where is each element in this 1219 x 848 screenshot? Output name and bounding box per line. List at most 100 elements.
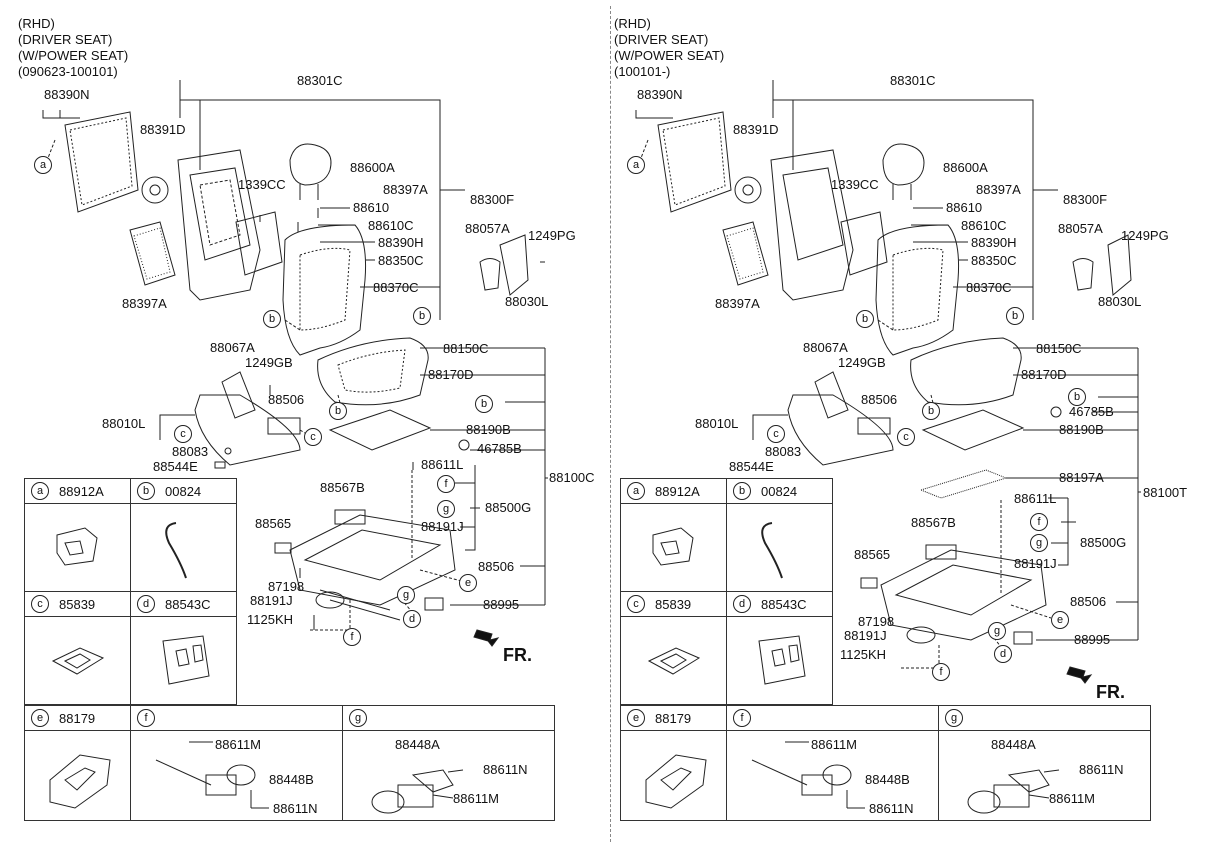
- legend-cell-g: g 88448A 88611N 88611M: [938, 705, 1151, 821]
- motor-part-icon: [751, 741, 865, 809]
- callout-g: g: [1030, 534, 1048, 552]
- callout-c: c: [767, 425, 785, 443]
- part-label: 1249GB: [838, 355, 886, 370]
- seat-exploded-view: [42, 80, 548, 647]
- part-label: 88300F: [470, 192, 515, 207]
- callout-f: f: [1030, 513, 1048, 531]
- callout-d: d: [403, 610, 421, 628]
- part-label: 88057A: [465, 221, 510, 236]
- pane-divider: [610, 6, 611, 842]
- part-label: 88190B: [466, 422, 511, 437]
- part-label: 88150C: [443, 341, 489, 356]
- part-label: 88197A: [1059, 470, 1104, 485]
- part-label: 88370C: [966, 280, 1012, 295]
- callout-b: b: [413, 307, 431, 325]
- part-label: 88170D: [1021, 367, 1067, 382]
- header-line: (W/POWER SEAT): [614, 48, 725, 63]
- part-label: 1339CC: [238, 177, 286, 192]
- part-label: 88300F: [1063, 192, 1108, 207]
- part-label: 88030L: [505, 294, 549, 309]
- callout-e: e: [459, 574, 477, 592]
- legend-cell-e: e 88179: [24, 705, 131, 821]
- legend-code: 88179: [59, 711, 96, 726]
- legend-letter: g: [945, 709, 963, 727]
- legend-code: 88912A: [59, 484, 104, 499]
- legend-code: 88912A: [655, 484, 700, 499]
- part-label: 1339CC: [831, 177, 879, 192]
- part-label: 88500G: [485, 500, 532, 515]
- part-label: 88391D: [733, 122, 779, 137]
- header-line: (090623-100101): [18, 64, 118, 79]
- part-label: 88350C: [971, 253, 1017, 268]
- callout-b: b: [475, 395, 493, 413]
- part-label: 88611N: [483, 762, 528, 777]
- legend-letter: d: [137, 595, 155, 613]
- header-line: (RHD): [18, 16, 55, 31]
- callout-e: e: [1051, 611, 1069, 629]
- part-label: 88397A: [976, 182, 1021, 197]
- callout-f: f: [437, 475, 455, 493]
- header-line: (DRIVER SEAT): [18, 32, 113, 47]
- part-label: 88391D: [140, 122, 186, 137]
- legend-cell-f: f 88611M 88448B 88611N: [130, 705, 343, 821]
- part-label: 88191J: [250, 593, 293, 608]
- legend-cell-f: f 88611M 88448B 88611N: [726, 705, 939, 821]
- legend-letter: d: [733, 595, 751, 613]
- part-label: 88370C: [373, 280, 419, 295]
- part-label: 88030L: [1098, 294, 1142, 309]
- callout-b: b: [856, 310, 874, 328]
- part-label: 88611L: [421, 457, 464, 472]
- diagram-header: (RHD) (DRIVER SEAT) (W/POWER SEAT) (0906…: [18, 16, 128, 80]
- part-label: 88067A: [803, 340, 848, 355]
- part-label: 1249PG: [528, 228, 576, 243]
- callout-a: a: [34, 156, 52, 174]
- part-label: 88611N: [1079, 762, 1124, 777]
- callout-b: b: [1068, 388, 1086, 406]
- part-label: 88350C: [378, 253, 424, 268]
- callout-b: b: [263, 310, 281, 328]
- legend-letter: e: [31, 709, 49, 727]
- hook-part-icon: [761, 522, 783, 579]
- callout-f: f: [932, 663, 950, 681]
- seat-exploded-view: [635, 80, 1141, 684]
- callout-b: b: [922, 402, 940, 420]
- part-label: 87198: [858, 614, 895, 629]
- right-diagram: (RHD) (DRIVER SEAT) (W/POWER SEAT) (1001…: [596, 0, 1196, 848]
- callout-d: d: [994, 645, 1012, 663]
- clip-part-icon: [51, 647, 105, 675]
- legend-code: 88543C: [761, 597, 807, 612]
- legend-code: 00824: [165, 484, 202, 499]
- part-label: 88010L: [102, 416, 146, 431]
- legend-code: 85839: [59, 597, 96, 612]
- front-direction-label: FR.: [503, 645, 532, 665]
- part-label: 88611N: [273, 801, 318, 816]
- header-line: (RHD): [614, 16, 651, 31]
- legend-letter: f: [137, 709, 155, 727]
- motor-part-icon: [371, 769, 464, 814]
- part-label: 88397A: [122, 296, 167, 311]
- part-label: 88611L: [1014, 491, 1057, 506]
- part-label: 1125KH: [840, 647, 887, 662]
- part-label: 46785B: [1069, 404, 1114, 419]
- part-label: 1125KH: [247, 612, 294, 627]
- part-label: 88397A: [715, 296, 760, 311]
- part-label: 88565: [255, 516, 292, 531]
- clip-part-icon: [56, 527, 98, 566]
- part-label: 88448B: [269, 772, 314, 787]
- part-label: 46785B: [477, 441, 522, 456]
- part-label: 88448B: [865, 772, 910, 787]
- part-label: 88010L: [695, 416, 739, 431]
- part-label: 88567B: [320, 480, 365, 495]
- part-label: 88506: [1070, 594, 1107, 609]
- callout-g: g: [437, 500, 455, 518]
- part-label: 88301C: [890, 73, 936, 88]
- callout-f: f: [343, 628, 361, 646]
- part-label: 88567B: [911, 515, 956, 530]
- part-label: 88611M: [1049, 791, 1096, 806]
- part-label: 88390N: [44, 87, 90, 102]
